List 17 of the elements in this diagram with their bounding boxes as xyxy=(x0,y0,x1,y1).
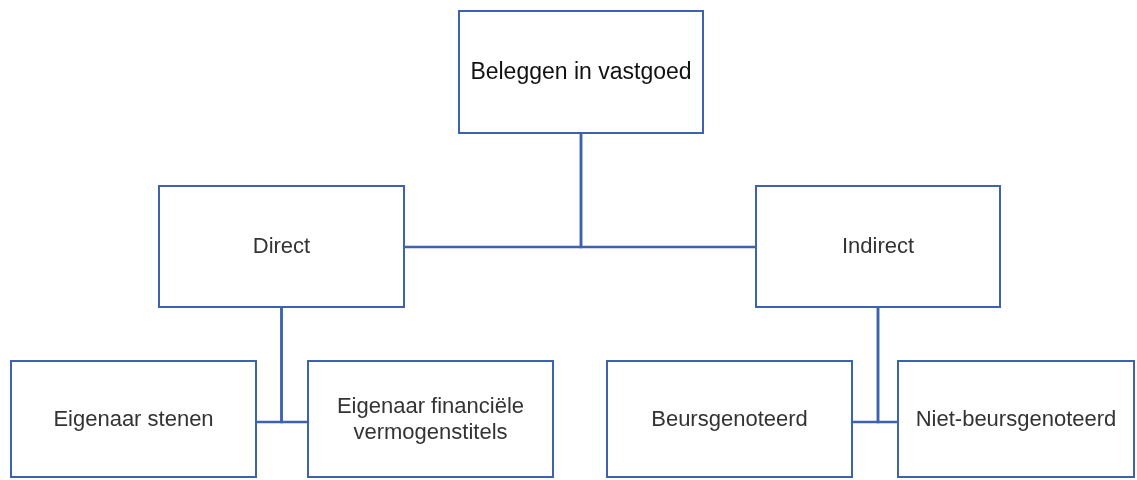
category-box xyxy=(606,360,853,478)
category-box xyxy=(158,185,405,308)
category-box xyxy=(10,360,257,478)
node-label: Indirect xyxy=(840,233,916,260)
node-label: Eigenaar stenen xyxy=(52,405,215,433)
category-box xyxy=(897,360,1135,478)
connector-line xyxy=(280,308,307,424)
connector-line xyxy=(579,134,755,249)
node-label: Direct xyxy=(251,233,312,260)
category-box xyxy=(755,185,1001,308)
node-label: Niet-beursgenoteerd xyxy=(914,405,1118,433)
node-label: Eigenaar financiële vermogenstitels xyxy=(335,392,526,446)
category-box xyxy=(458,10,704,134)
node-label: Beursgenoteerd xyxy=(650,405,809,433)
node-label: Beleggen in vastgoed xyxy=(469,58,693,86)
connector-line xyxy=(876,308,897,424)
category-box xyxy=(307,360,554,478)
